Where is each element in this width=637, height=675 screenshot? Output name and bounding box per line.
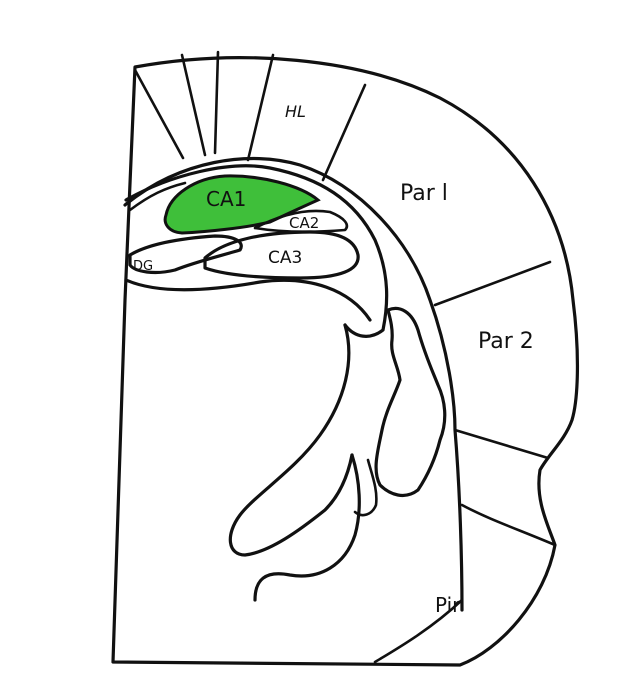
hl-divider-3 <box>215 52 218 153</box>
label-hl: HL <box>285 102 306 121</box>
lower-lobe <box>255 455 359 600</box>
label-ca3: CA3 <box>268 248 302 268</box>
hl-divider-1 <box>135 70 183 158</box>
striatum-shape <box>376 308 445 495</box>
label-par2: Par 2 <box>478 329 534 354</box>
section-outline <box>113 58 577 665</box>
label-ca1: CA1 <box>206 187 246 211</box>
hl-divider-4 <box>248 55 273 160</box>
par-divider <box>435 262 550 305</box>
pir-divider <box>462 505 555 545</box>
label-ca2: CA2 <box>289 214 319 232</box>
label-dg: DG <box>133 259 153 274</box>
internal-structure <box>230 325 352 555</box>
hl-divider-2 <box>182 55 205 155</box>
hippocampus-lower <box>126 280 370 320</box>
label-par1: Par l <box>400 181 448 206</box>
hl-divider-5 <box>323 85 365 180</box>
label-pir: Pir <box>435 593 461 617</box>
par2-lower-divider <box>455 430 548 458</box>
